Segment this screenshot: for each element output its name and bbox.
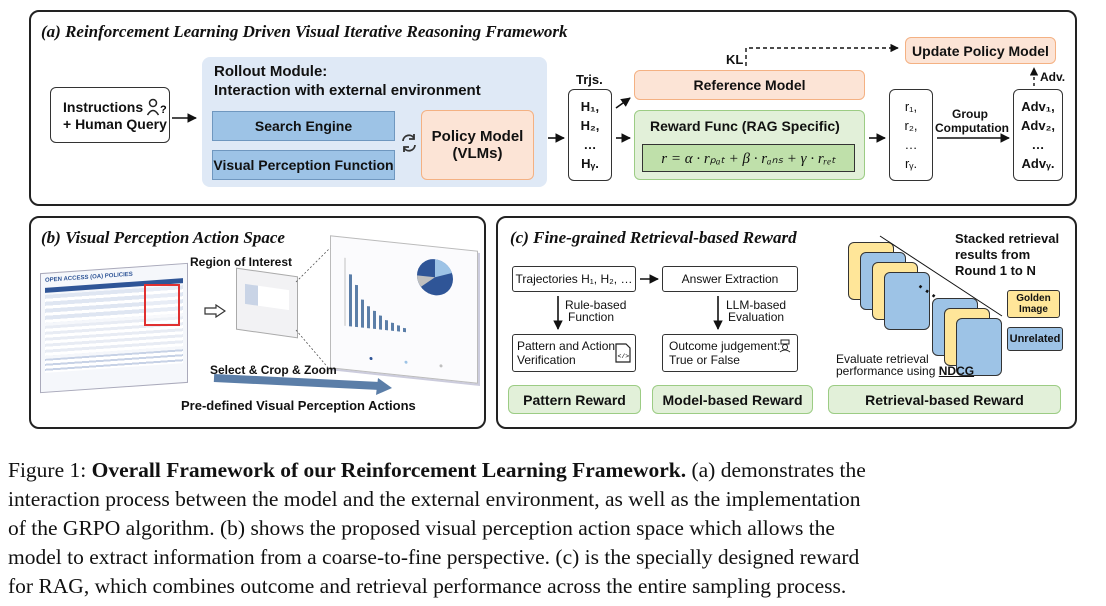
caption-line-1-rest: (a) demonstrates the (686, 458, 866, 482)
policy-model-box: Policy Model (VLMs) (421, 110, 534, 180)
reward-r2: r₂, (904, 118, 918, 133)
document-page: OPEN ACCESS (OA) POLICIES (40, 262, 188, 394)
reference-model-box: Reference Model (634, 70, 865, 100)
svg-text:?: ? (160, 104, 167, 116)
caption-line-3: of the GRPO algorithm. (b) shows the pro… (8, 516, 835, 540)
policy-model-sublabel: (VLMs) (452, 145, 503, 162)
stacked-label-1: Stacked retrieval (955, 231, 1060, 246)
trajectory-dots: … (583, 137, 597, 152)
eval-label-1: Evaluate retrieval (836, 352, 929, 366)
reward-formula: r = α · rₚₐₜ + β · rₐₙₛ + γ · rᵣₑₜ (661, 150, 836, 167)
judge-icon (779, 339, 791, 353)
reward-r1: r₁, (904, 99, 918, 114)
llm-based-label-1: LLM-based (726, 298, 787, 312)
reward-rg: rᵧ. (904, 156, 918, 171)
ndcg-label: NDCG (938, 364, 975, 378)
caption-line-5: for RAG, which combines outcome and retr… (8, 574, 847, 598)
golden-label-1: Golden (1016, 293, 1051, 304)
advantage-g: Advᵧ. (1021, 156, 1055, 171)
eval-label-2-text: performance using (836, 364, 936, 378)
caption-bold: Overall Framework of our Reinforcement L… (91, 458, 687, 482)
region-of-interest-label: Region of Interest (190, 255, 293, 269)
trjs-label: Trjs. (576, 72, 603, 87)
policy-model-label: Policy Model (431, 128, 524, 145)
panel-c-title: (c) Fine-grained Retrieval-based Reward (510, 228, 797, 247)
eval-label-2: performance using NDCG (836, 364, 974, 378)
mini-bar-chart-icon (344, 257, 453, 368)
group-label: Group (952, 107, 988, 121)
llm-based-label-2: Evaluation (728, 310, 785, 324)
user-question-icon: ? (147, 98, 167, 116)
advantage-2: Adv₂, (1021, 118, 1055, 133)
reward-dots: … (904, 137, 918, 152)
code-file-icon: </> (615, 343, 631, 363)
search-engine-box: Search Engine (212, 111, 395, 141)
instructions-label: Instructions (63, 99, 144, 115)
unrelated-legend: Unrelated (1007, 327, 1063, 351)
cropped-page (236, 267, 298, 339)
model-reward-box: Model-based Reward (652, 385, 813, 414)
panel-a-title: (a) Reinforcement Learning Driven Visual… (41, 22, 568, 41)
rewards-box: r₁, r₂, … rᵧ. (889, 89, 933, 181)
outcome-judgement-box: Outcome judgement: True or False (662, 334, 798, 372)
rollout-title-line-1: Rollout Module: (214, 63, 328, 80)
select-crop-zoom-label: Select & Crop & Zoom (210, 363, 337, 377)
advantage-1: Adv₁, (1021, 99, 1055, 114)
trajectory-h2: H₂, (580, 118, 600, 133)
adv-label: Adv. (1040, 70, 1066, 84)
pattern-verify-line-2: Verification (517, 353, 576, 367)
rule-based-label-2: Function (568, 310, 615, 324)
reward-func-label: Reward Func (RAG Specific) (650, 118, 840, 134)
caption-prefix: Figure 1: (8, 458, 92, 482)
trajectory-hg: Hᵧ. (581, 156, 599, 171)
zoomed-chart-page (330, 235, 478, 384)
outcome-line-2: True or False (669, 353, 740, 367)
golden-image-legend: Golden Image (1007, 290, 1060, 318)
svg-text:</>: </> (618, 353, 630, 360)
predefined-actions-label: Pre-defined Visual Perception Actions (181, 398, 416, 413)
hollow-arrow-icon (204, 304, 226, 318)
human-query-label: + Human Query (63, 116, 167, 132)
region-of-interest-box (144, 284, 180, 326)
rollout-title-line-2: Interaction with external environment (214, 82, 481, 99)
advantages-box: Adv₁, Adv₂, … Advᵧ. (1013, 89, 1063, 181)
retrieval-reward-box: Retrieval-based Reward (828, 385, 1061, 414)
answer-extraction-box: Answer Extraction (662, 266, 798, 292)
caption-line-2: interaction process between the model an… (8, 487, 861, 511)
kl-label: KL (726, 52, 744, 67)
pattern-reward-box: Pattern Reward (508, 385, 641, 414)
outcome-line-1: Outcome judgement: (669, 339, 781, 353)
stacked-label-3: Round 1 to N (955, 263, 1036, 278)
stacked-image-7 (956, 318, 1002, 376)
panel-b-title: (b) Visual Perception Action Space (41, 228, 285, 247)
stacked-label-2: results from (955, 247, 1031, 262)
caption-line-1: Figure 1: Overall Framework of our Reinf… (8, 456, 866, 485)
advantage-dots: … (1031, 137, 1045, 152)
rule-based-label-1: Rule-based (565, 298, 627, 312)
cycle-icon (402, 134, 416, 152)
pattern-verify-line-1: Pattern and Action (517, 339, 616, 353)
update-policy-model-box: Update Policy Model (905, 37, 1056, 64)
instructions-box: Instructions ? + Human Query (50, 87, 170, 143)
visual-perception-function-box: Visual Perception Function (212, 150, 395, 180)
trajectories-box-c: Trajectories H₁, H₂, … (512, 266, 636, 292)
reward-formula-box: r = α · rₚₐₜ + β · rₐₙₛ + γ · rᵣₑₜ (642, 144, 855, 172)
caption-line-4: model to extract information from a coar… (8, 545, 860, 569)
golden-label-2: Image (1019, 304, 1048, 315)
pattern-verification-box: Pattern and Action Verification </> (512, 334, 636, 372)
trajectories-box: H₁, H₂, … Hᵧ. (568, 89, 612, 181)
trajectory-h1: H₁, (580, 99, 600, 114)
computation-label: Computation (935, 121, 1009, 135)
